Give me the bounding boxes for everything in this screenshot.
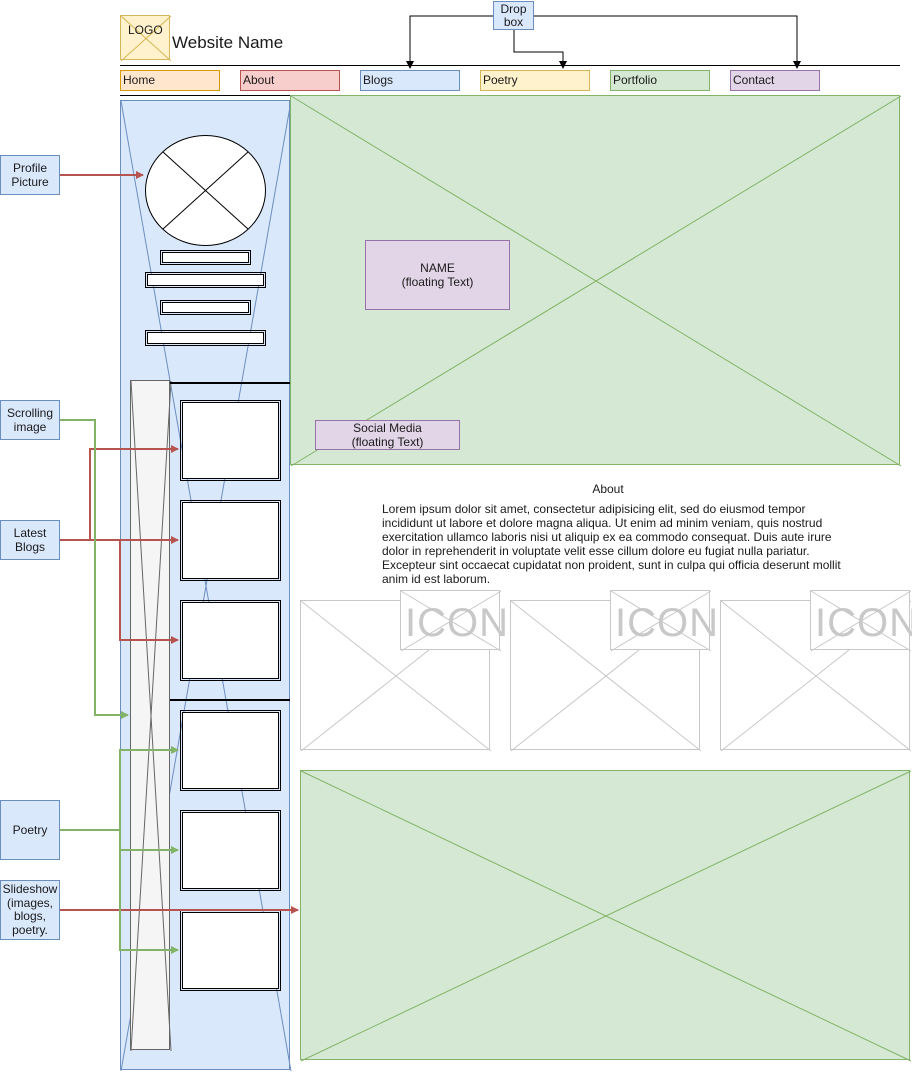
profile-cross-icon — [145, 135, 266, 246]
profile-picture — [145, 135, 266, 246]
website-name: Website Name — [172, 33, 284, 52]
latest-blog-thumbnail[interactable] — [180, 600, 281, 681]
blogs-section-divider — [170, 382, 290, 384]
about-body-line: dolor in reprehenderit in voluptate veli… — [382, 544, 810, 558]
dropbox-annotation: Drop box — [493, 1, 534, 30]
icon-label: ICON — [815, 601, 912, 645]
scrolling-image-annotation: Scrolling image — [0, 400, 60, 440]
poetry-thumbnail[interactable] — [180, 910, 281, 991]
nav-item-blogs[interactable]: Blogs — [360, 70, 460, 91]
profile-info-bar — [160, 250, 251, 265]
hero-image — [290, 95, 902, 467]
icon-placeholder-icon — [810, 590, 912, 652]
latest-blogs-annotation: Latest Blogs — [0, 520, 60, 560]
nav-item-home[interactable]: Home — [120, 70, 220, 91]
logo-placeholder: LOGO — [120, 15, 172, 62]
scroll-strip-cross-icon — [130, 380, 172, 1052]
nav-item-about[interactable]: About — [240, 70, 340, 91]
nav-item-poetry[interactable]: Poetry — [480, 70, 590, 91]
about-heading: About — [592, 482, 624, 496]
poetry-thumbnail[interactable] — [180, 710, 281, 791]
about-body: Lorem ipsum dolor sit amet, consectetur … — [382, 502, 852, 586]
profile-info-bar — [160, 300, 251, 315]
about-body-line: exercitation ullamco laboris nisi ut ali… — [382, 530, 832, 544]
card-icon-box: ICON — [610, 590, 718, 652]
nav-top-rule — [120, 65, 900, 66]
slideshow[interactable] — [300, 770, 912, 1062]
name-floating-text: NAME (floating Text) — [365, 240, 510, 310]
slideshow-cross-icon — [300, 770, 912, 1062]
logo-text: LOGO — [128, 23, 163, 37]
latest-blog-thumbnail[interactable] — [180, 400, 281, 481]
profile-picture-annotation: Profile Picture — [0, 155, 60, 195]
latest-blog-thumbnail[interactable] — [180, 500, 281, 581]
profile-info-bar — [145, 272, 266, 288]
social-media-floating-text[interactable]: Social Media (floating Text) — [315, 420, 460, 450]
about-body-line: Lorem ipsum dolor sit amet, consectetur … — [382, 502, 806, 516]
scrolling-image-strip[interactable] — [130, 380, 172, 1052]
about-body-line: incididunt ut labore et dolore magna ali… — [382, 516, 823, 530]
logo-cross-icon — [120, 15, 172, 62]
profile-info-bar — [145, 330, 266, 346]
slideshow-annotation: Slideshow (images, blogs, poetry. — [0, 880, 60, 940]
icon-placeholder-icon — [610, 590, 712, 652]
icon-label: ICON — [615, 601, 719, 645]
icon-placeholder-icon — [400, 590, 502, 652]
poetry-annotation: Poetry — [0, 800, 60, 860]
icon-label: ICON — [405, 601, 509, 645]
dropbox-connectors — [406, 15, 801, 69]
about-body-line: Excepteur sint occaecat cupidatat non pr… — [382, 558, 841, 572]
about-body-line: anim id est laborum. — [382, 572, 491, 586]
nav-item-contact[interactable]: Contact — [730, 70, 820, 91]
hero-cross-icon — [290, 95, 902, 467]
poetry-thumbnail[interactable] — [180, 810, 281, 891]
poetry-section-divider — [170, 699, 290, 701]
card-icon-box: ICON — [810, 590, 912, 652]
nav-item-portfolio[interactable]: Portfolio — [610, 70, 710, 91]
card-icon-box: ICON — [400, 590, 508, 652]
